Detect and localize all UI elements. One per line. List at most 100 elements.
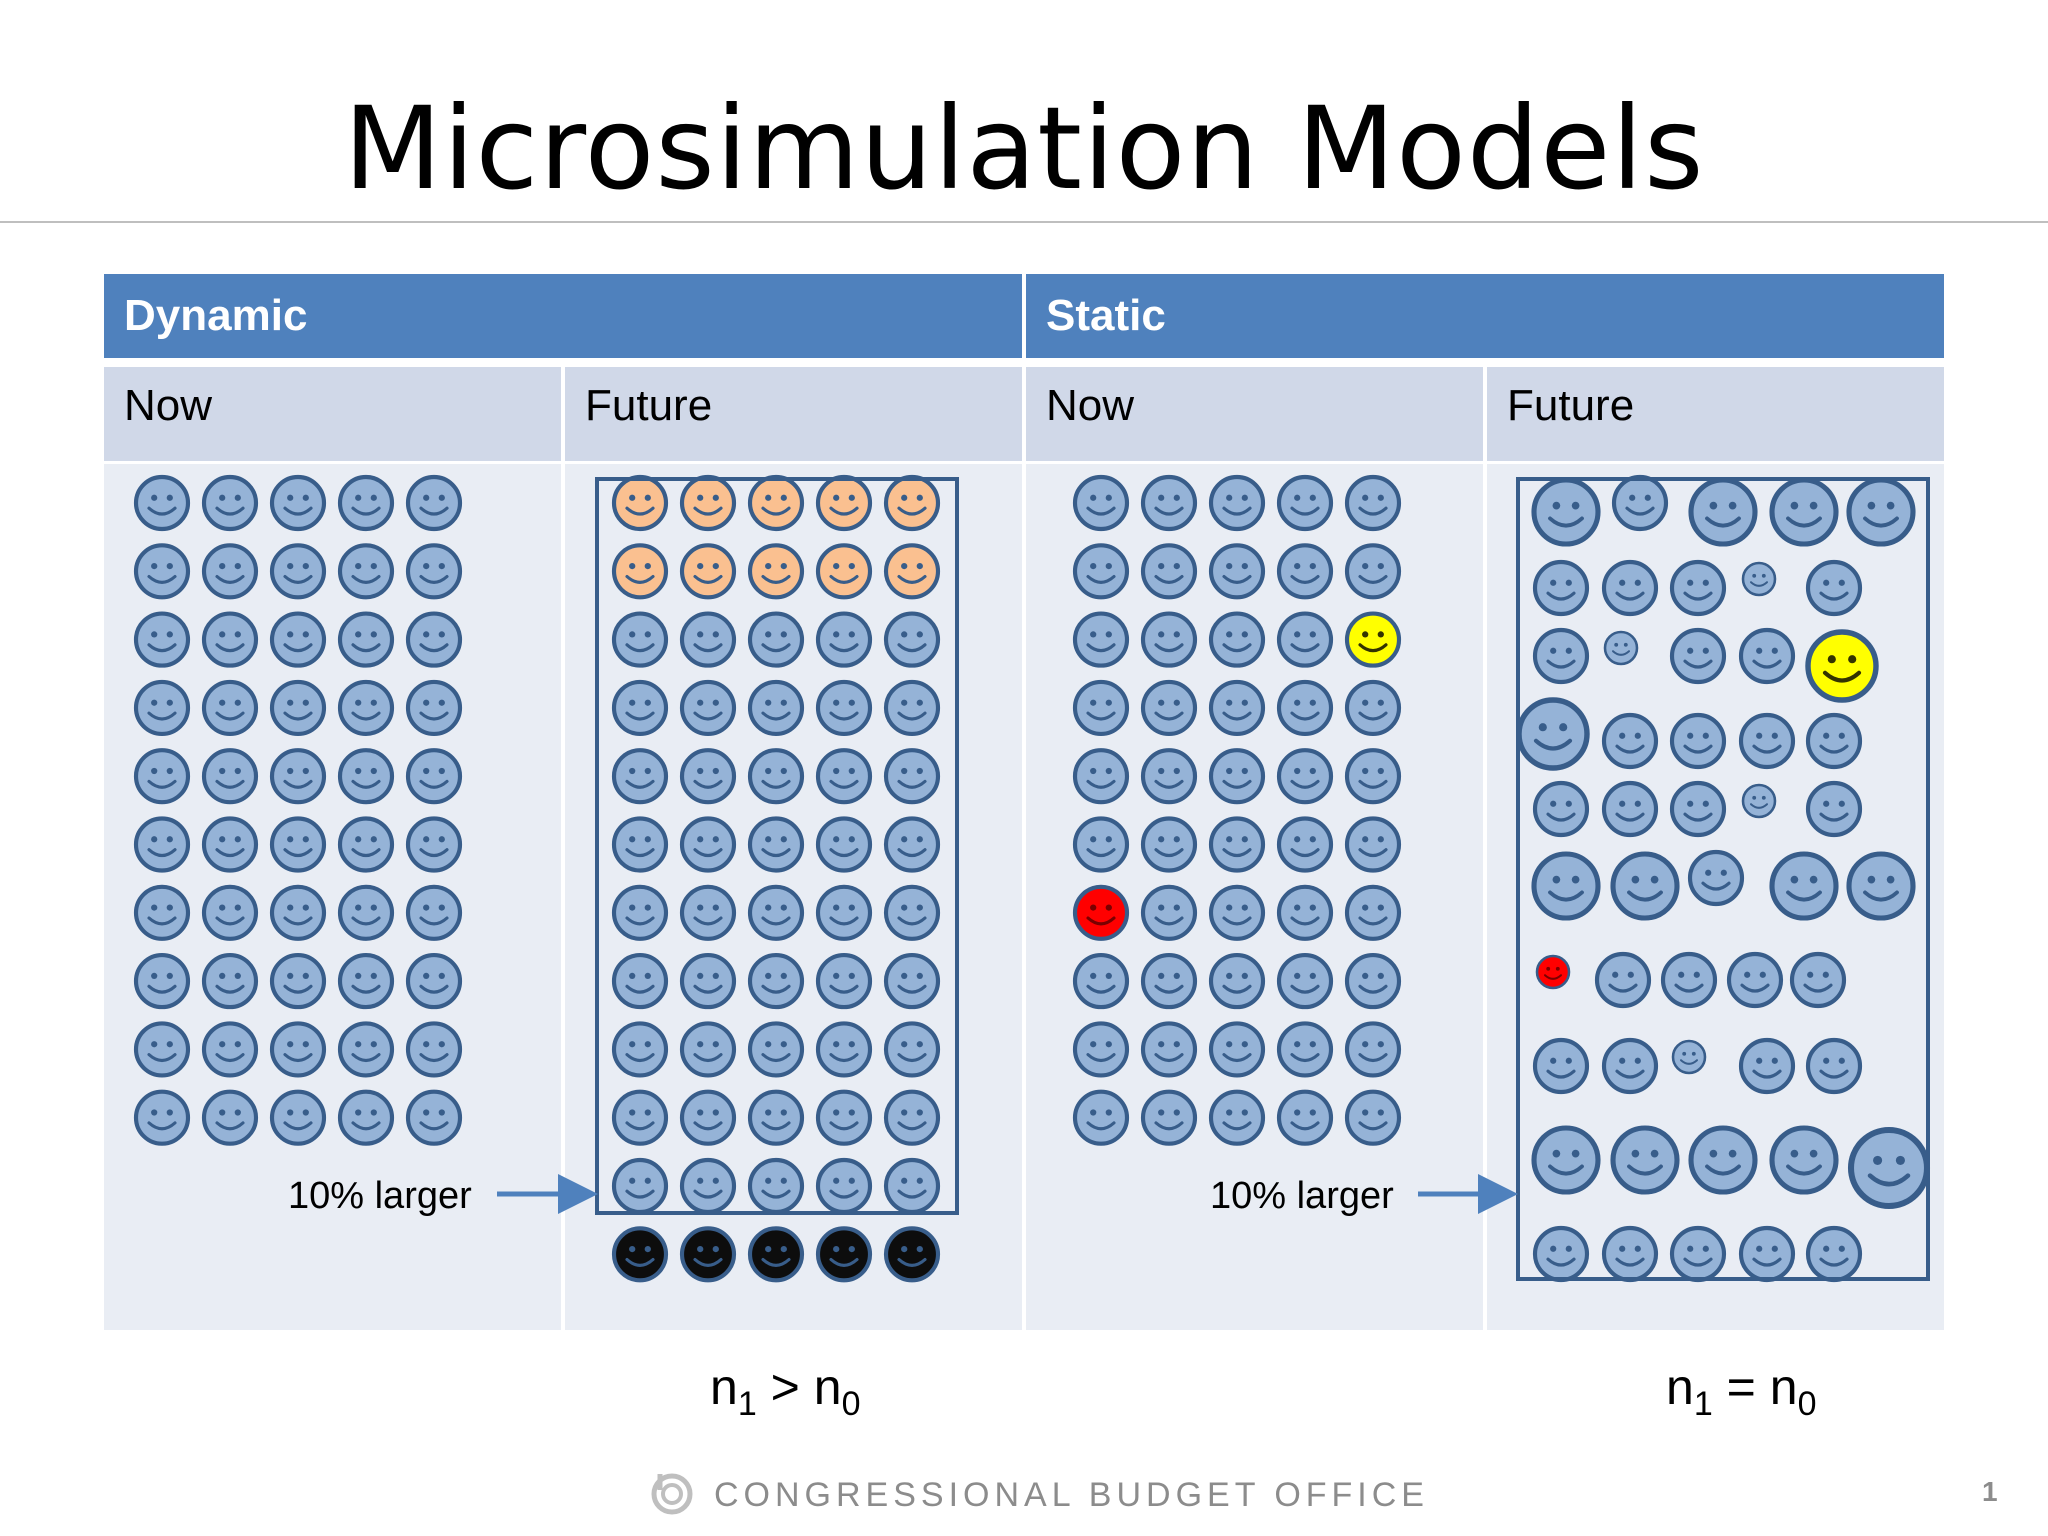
smiley-face-icon	[1669, 712, 1727, 770]
smiley-face-icon	[679, 884, 737, 941]
static-header: Static	[1026, 274, 1944, 358]
smiley-face-icon	[611, 1157, 669, 1215]
smiley-face-icon	[133, 474, 191, 532]
smiley-face-icon	[269, 474, 327, 532]
smiley-face-icon	[1805, 559, 1863, 617]
smiley-face-icon	[337, 1089, 395, 1146]
smiley-face-icon	[1208, 884, 1266, 941]
smiley-face-icon	[1738, 712, 1796, 770]
smiley-face-icon	[1140, 543, 1198, 600]
smiley-face-icon	[133, 953, 191, 1010]
smiley-face-icon	[1344, 816, 1402, 873]
smiley-face-icon	[1846, 851, 1916, 921]
smiley-face-icon	[679, 1021, 737, 1078]
smiley-face-icon	[1789, 951, 1847, 1009]
static-future-box	[1516, 477, 1930, 1281]
smiley-face-icon	[1601, 780, 1659, 838]
smiley-face-icon	[405, 543, 463, 600]
smiley-face-icon	[1072, 748, 1130, 805]
smiley-face-icon	[1769, 477, 1839, 547]
smiley-face-icon	[1594, 951, 1652, 1009]
smiley-face-icon	[1516, 697, 1590, 771]
smiley-face-icon	[337, 679, 395, 736]
smiley-face-icon	[883, 1021, 941, 1078]
smiley-face-icon	[679, 543, 737, 600]
smiley-face-icon	[679, 611, 737, 668]
smiley-face-icon	[133, 679, 191, 736]
smiley-face-icon	[133, 816, 191, 873]
smiley-face-icon	[1669, 627, 1727, 685]
smiley-face-icon	[133, 543, 191, 600]
smiley-face-icon	[133, 1089, 191, 1146]
smiley-face-icon	[133, 611, 191, 668]
smiley-face-icon	[1072, 1089, 1130, 1146]
smiley-face-icon	[405, 1089, 463, 1146]
smiley-face-icon	[269, 611, 327, 668]
smiley-face-icon	[815, 611, 873, 668]
smiley-face-icon	[201, 611, 259, 668]
smiley-face-icon	[1140, 1089, 1198, 1146]
smiley-face-icon	[1601, 559, 1659, 617]
smiley-face-icon	[815, 748, 873, 805]
smiley-face-icon	[1535, 954, 1571, 990]
dynamic-annotation: 10% larger	[288, 1175, 472, 1217]
smiley-face-icon	[1531, 1125, 1601, 1195]
smiley-face-icon	[1276, 1089, 1334, 1146]
smiley-face-icon	[1532, 627, 1590, 685]
smiley-face-icon	[1669, 1225, 1727, 1283]
dynamic-equation: n1 > n0	[710, 1359, 861, 1423]
static-annotation: 10% larger	[1210, 1175, 1394, 1217]
slide-title: Microsimulation Models	[343, 82, 1705, 215]
smiley-face-icon	[1072, 884, 1130, 941]
smiley-face-icon	[269, 679, 327, 736]
smiley-face-icon	[1532, 1037, 1590, 1095]
smiley-face-icon	[1140, 474, 1198, 532]
smiley-face-icon	[883, 474, 941, 532]
smiley-face-icon	[1531, 477, 1601, 547]
smiley-face-icon	[1532, 1225, 1590, 1283]
smiley-face-icon	[1140, 748, 1198, 805]
smiley-face-icon	[337, 884, 395, 941]
smiley-face-icon	[815, 1021, 873, 1078]
smiley-face-icon	[1344, 474, 1402, 532]
smiley-face-icon	[883, 1157, 941, 1215]
smiley-face-icon	[747, 816, 805, 873]
smiley-face-icon	[679, 748, 737, 805]
smiley-face-icon	[1140, 679, 1198, 736]
smiley-face-icon	[1805, 1037, 1863, 1095]
smiley-face-icon	[201, 543, 259, 600]
smiley-face-icon	[747, 679, 805, 736]
smiley-face-icon	[405, 816, 463, 873]
smiley-face-icon	[405, 884, 463, 941]
page-number: 1	[1982, 1476, 1998, 1507]
smiley-face-icon	[883, 1089, 941, 1146]
smiley-face-icon	[405, 679, 463, 736]
smiley-face-icon	[1208, 611, 1266, 668]
smiley-face-icon	[1072, 679, 1130, 736]
smiley-face-icon	[1601, 1225, 1659, 1283]
smiley-face-icon	[1531, 851, 1601, 921]
smiley-face-icon	[1603, 630, 1639, 666]
smiley-face-icon	[1738, 1225, 1796, 1283]
smiley-face-icon	[747, 748, 805, 805]
dynamic-now-label: Now	[104, 367, 561, 461]
smiley-face-icon	[1276, 748, 1334, 805]
smiley-face-icon	[1140, 611, 1198, 668]
smiley-face-icon	[679, 1089, 737, 1146]
smiley-face-icon	[1688, 477, 1758, 547]
smiley-face-icon	[883, 884, 941, 941]
smiley-face-icon	[747, 1157, 805, 1215]
smiley-face-icon	[611, 474, 669, 532]
smiley-face-icon	[1610, 851, 1680, 921]
smiley-face-icon	[269, 748, 327, 805]
smiley-face-icon	[679, 679, 737, 736]
smiley-face-icon	[611, 611, 669, 668]
smiley-face-icon	[1208, 474, 1266, 532]
smiley-face-icon	[747, 543, 805, 600]
smiley-face-icon	[611, 679, 669, 736]
smiley-face-icon	[1072, 474, 1130, 532]
smiley-face-icon	[269, 543, 327, 600]
smiley-face-icon	[1611, 474, 1669, 532]
smiley-face-icon	[1846, 477, 1916, 547]
